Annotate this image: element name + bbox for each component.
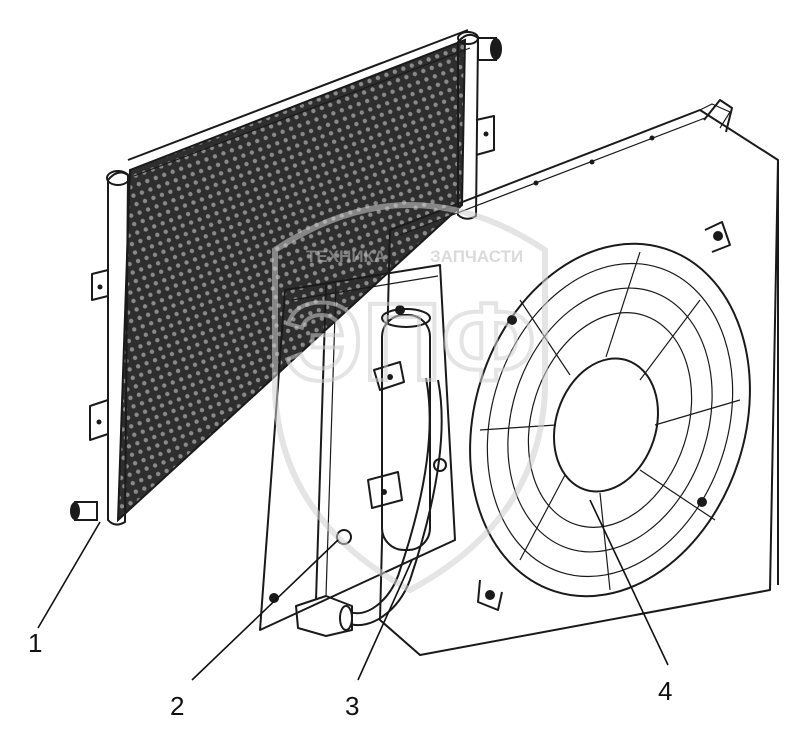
watermark: ТЕХНИКА ЗАПЧАСТИ ЭПФ bbox=[272, 202, 548, 594]
radiator-top-fitting bbox=[477, 37, 502, 61]
leader-line-1 bbox=[37, 521, 101, 629]
watermark-logo-letters: ЭПФ bbox=[284, 281, 535, 404]
watermark-brand-right: ЗАПЧАСТИ bbox=[430, 247, 523, 266]
mounting-bracket-plate bbox=[259, 264, 456, 631]
leader-line-2 bbox=[191, 539, 339, 681]
callout-1: 1 bbox=[28, 628, 42, 658]
radiator-bottom-fitting bbox=[70, 501, 98, 521]
electric-fan bbox=[469, 221, 751, 611]
condenser-radiator bbox=[70, 29, 502, 526]
leader-line-4 bbox=[589, 499, 669, 666]
watermark-brand-left: ТЕХНИКА bbox=[306, 247, 386, 266]
receiver-drier-and-pipe bbox=[295, 308, 443, 637]
callout-4: 4 bbox=[658, 676, 672, 706]
callout-2: 2 bbox=[170, 691, 184, 721]
fan-shroud bbox=[379, 99, 779, 656]
callout-3: 3 bbox=[345, 691, 359, 721]
leader-line-3 bbox=[357, 559, 413, 681]
leader-lines bbox=[37, 499, 669, 681]
